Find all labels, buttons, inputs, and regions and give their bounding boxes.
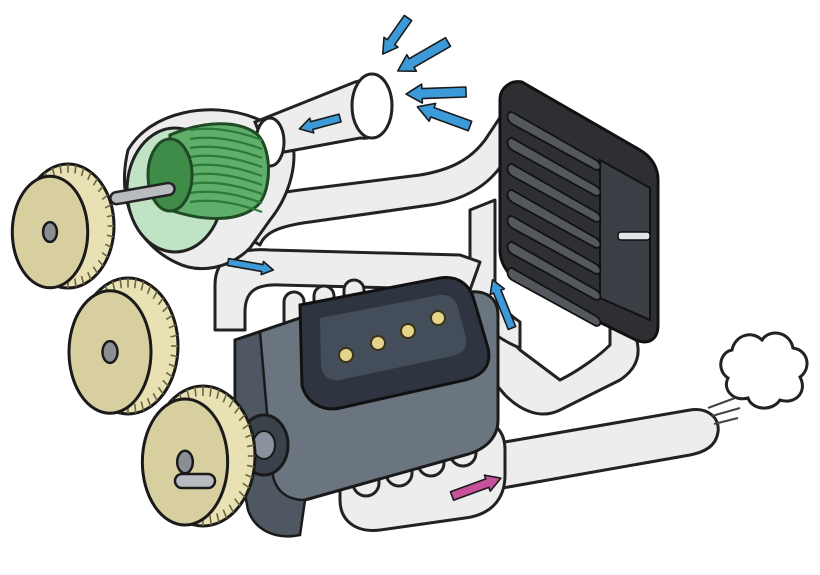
exhaust-cloud xyxy=(707,331,809,425)
compressor-blade xyxy=(189,181,263,196)
cloud-icon xyxy=(719,331,809,410)
compressor-blade xyxy=(189,172,263,187)
compressor-blade xyxy=(189,154,263,169)
arrow-icon xyxy=(226,257,275,276)
arrow-icon xyxy=(416,102,473,132)
compressor-blade xyxy=(189,145,263,160)
spark-plug-1 xyxy=(338,347,354,363)
valve-cover-highlight xyxy=(320,294,467,381)
intercooler-fin xyxy=(506,189,602,249)
compressor-blade xyxy=(189,127,263,142)
intercooler-fin xyxy=(506,215,602,275)
gear-shaft xyxy=(173,472,217,490)
arrow-icon xyxy=(449,474,502,502)
spark-plug-4 xyxy=(430,310,446,326)
compressor-blade xyxy=(189,136,263,151)
intercooler-fin xyxy=(506,163,602,223)
exhaust-puff-lines xyxy=(707,397,741,425)
gear-icon xyxy=(101,339,119,365)
intercooler-fins xyxy=(506,111,602,327)
gear-middle xyxy=(67,276,180,416)
intercooler-fin xyxy=(506,267,602,327)
compressor-blade xyxy=(189,199,263,214)
compressor-blades xyxy=(189,127,263,214)
engine xyxy=(233,275,500,538)
intercooler-cap xyxy=(617,231,651,241)
intercooler-fin xyxy=(506,137,602,197)
engine-block-front xyxy=(233,330,307,538)
intercooler-fin xyxy=(506,241,602,301)
spark-plug-3 xyxy=(400,323,416,339)
intercooler-fin xyxy=(506,111,602,171)
spark-plug-2 xyxy=(370,335,386,351)
arrow-icon xyxy=(396,36,452,73)
gear-icon xyxy=(41,220,59,244)
airflow-arrows xyxy=(226,14,517,502)
gear-top xyxy=(10,162,116,290)
arrow-icon xyxy=(405,83,467,104)
intercooler xyxy=(498,80,660,344)
arrow-icon xyxy=(381,14,413,55)
arrow-icon xyxy=(489,278,517,331)
gear-icon xyxy=(175,449,195,475)
compressor-blade xyxy=(189,190,263,205)
intake-mouth xyxy=(350,72,394,140)
spark-plugs xyxy=(338,310,446,363)
compressor-hub xyxy=(146,137,194,213)
gear-train xyxy=(10,162,257,528)
gear-bottom xyxy=(140,384,257,528)
compressor-blade xyxy=(189,163,263,178)
arrow-icon xyxy=(298,113,342,134)
